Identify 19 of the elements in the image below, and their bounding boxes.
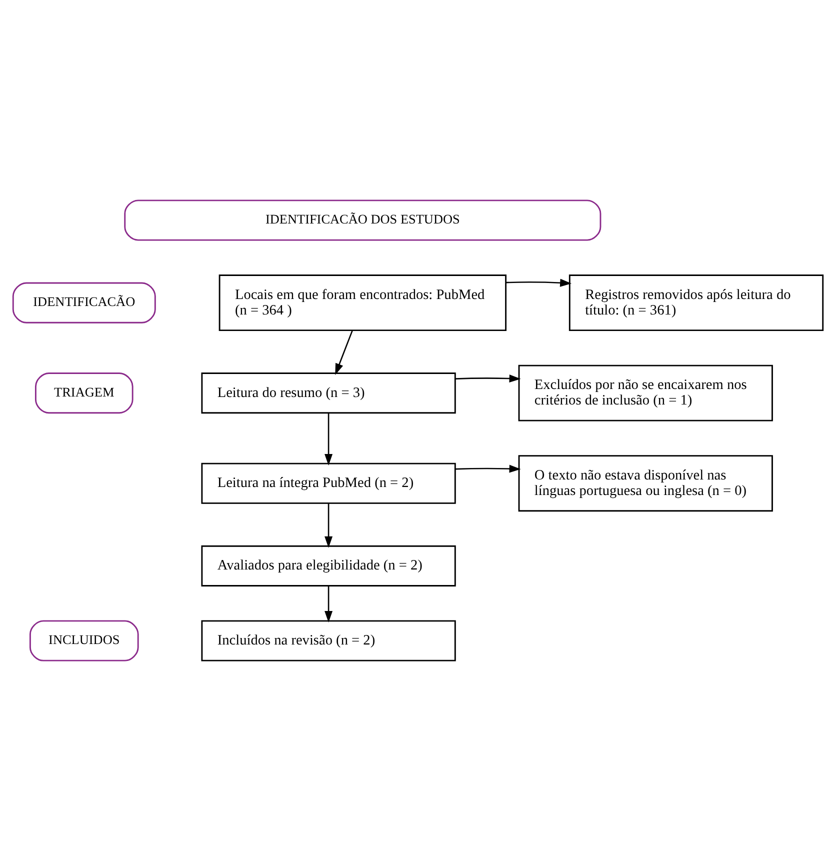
arrow [324, 413, 333, 466]
node-box: O texto não estava disponível nas línguas portuguesa ou inglesa (n = 0) [518, 455, 773, 512]
node-box: Registros removidos após leitura do título: (n = 361) [568, 274, 824, 332]
node-box: Leitura do resumo (n = 3) [201, 372, 456, 414]
arrow [455, 374, 521, 382]
node-box: Leitura na íntegra PubMed (n = 2) [201, 462, 456, 504]
node-box: Excluídos por não se encaixarem nos critérios de inclusão (n = 1) [518, 364, 773, 422]
node-box: IDENTIFICACÃO DOS ESTUDOS [124, 200, 602, 241]
node-box: IDENTIFICACÃO [12, 282, 156, 324]
node-box: TRIAGEM [34, 372, 134, 414]
arrow [324, 504, 333, 548]
node-box: Avaliados para elegibilidade (n = 2) [201, 545, 456, 586]
node-box: Incluídos na revisão (n = 2) [201, 620, 456, 662]
node-box: INCLUIDOS [29, 620, 139, 662]
arrow [506, 278, 572, 287]
arrow [335, 330, 354, 375]
arrow [455, 464, 521, 473]
node-box: Locais em que foram encontrados: PubMed (n = 364 ) [218, 274, 507, 332]
arrow [324, 586, 333, 622]
